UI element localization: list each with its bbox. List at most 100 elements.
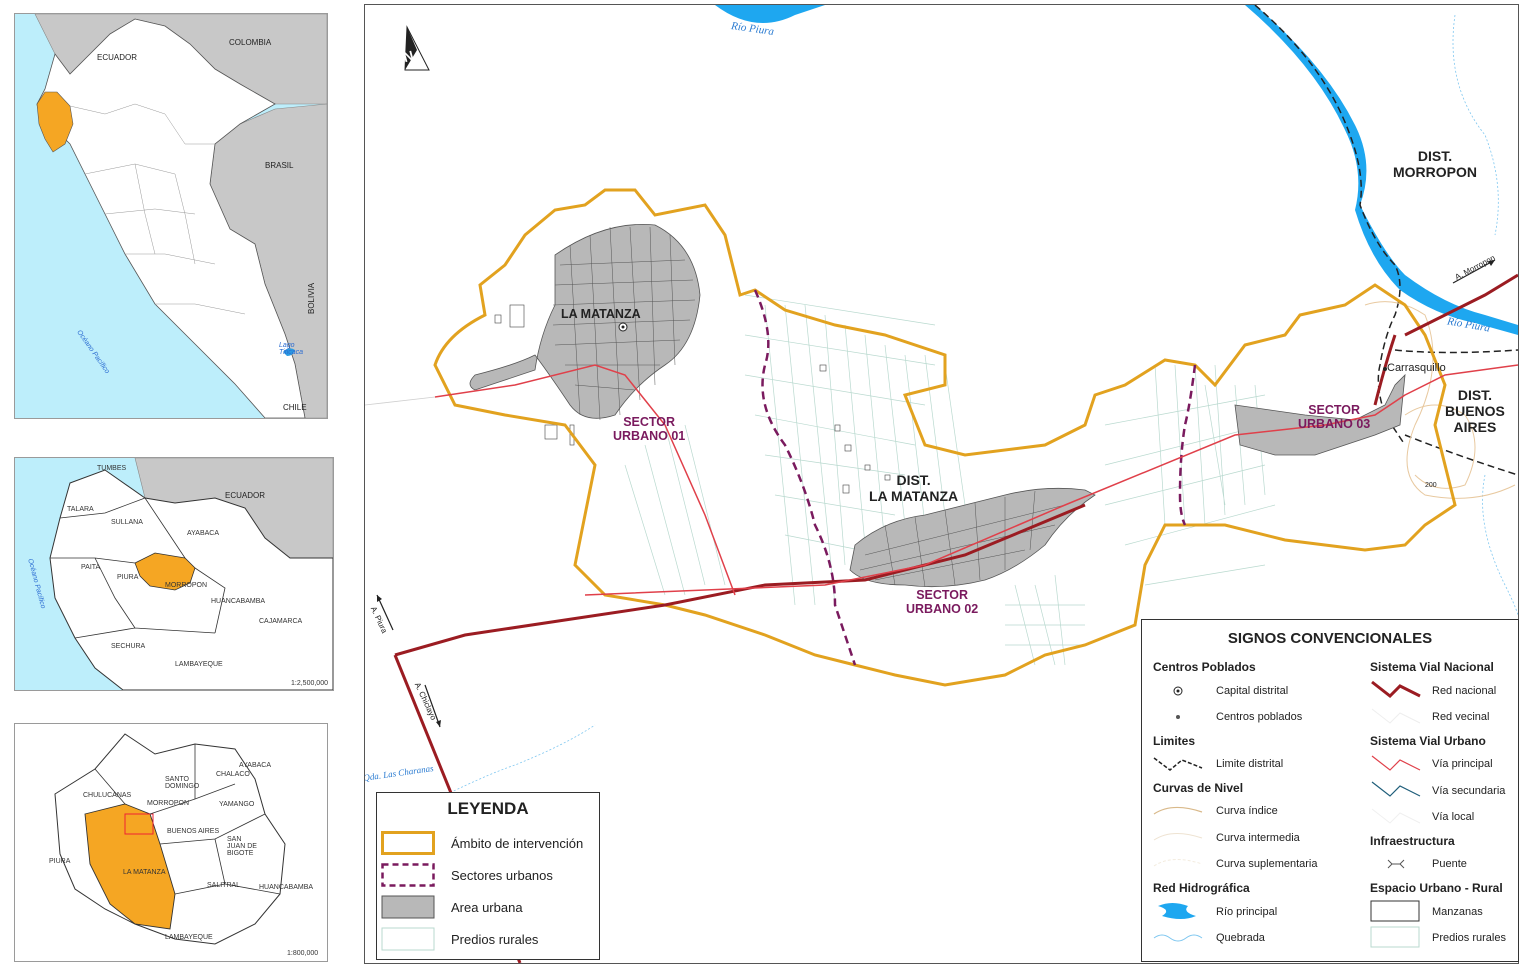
scale-inset-2: 1:2,500,000	[291, 680, 328, 687]
curva-suplementaria-icon	[1153, 859, 1203, 867]
label-carrasquillo: Carrasquillo	[1387, 362, 1446, 374]
limite-distrital-icon	[1153, 757, 1203, 771]
via-secundaria-icon	[1371, 781, 1421, 797]
label-tumbes: TUMBES	[97, 465, 127, 472]
legend-row-area-urbana: Area urbana	[381, 895, 595, 921]
signs-via-principal: Vía principal	[1432, 758, 1493, 770]
label-ecuador-2: ECUADOR	[225, 491, 266, 500]
label-contour-200: 200	[1425, 482, 1437, 489]
legend-label-sectores: Sectores urbanos	[451, 868, 553, 883]
red-nacional-icon	[1371, 680, 1421, 698]
label-sullana: SULLANA	[111, 519, 143, 526]
signs-head-espacio: Espacio Urbano - Rural	[1370, 881, 1503, 895]
label-morropon-3: MORROPON	[147, 800, 189, 807]
label-bolivia: BOLIVIA	[307, 282, 316, 314]
label-santo-domingo: SANTO DOMINGO	[165, 776, 200, 790]
peru-map-drawing	[15, 14, 327, 418]
inset-map-peru: ECUADOR COLOMBIA BRASIL BOLIVIA CHILE Oc…	[14, 13, 328, 419]
legend-row-sectores: Sectores urbanos	[381, 863, 595, 889]
label-la-matanza-town: LA MATANZA	[561, 307, 641, 321]
signs-curva-indice: Curva índice	[1216, 805, 1278, 817]
label-lambayeque-3: LAMBAYEQUE	[165, 934, 213, 941]
label-dist-morropon: DIST. MORROPON	[1393, 148, 1477, 180]
label-sechura: SECHURA	[111, 643, 146, 650]
signs-title: SIGNOS CONVENCIONALES	[1227, 630, 1433, 647]
label-ayabaca-3: AYABACA	[239, 762, 272, 769]
signs-centros: Centros poblados	[1216, 711, 1303, 723]
label-chile: CHILE	[283, 403, 307, 412]
signs-red-nacional: Red nacional	[1432, 685, 1497, 697]
rio-principal-icon	[1158, 903, 1196, 919]
manzanas-icon	[1370, 900, 1420, 922]
legend-title: LEYENDA	[447, 799, 529, 818]
signs-head-vial-nacional: Sistema Vial Nacional	[1370, 660, 1494, 674]
label-yamango: YAMANGO	[219, 801, 255, 808]
label-dist-la-matanza: DIST. LA MATANZA	[869, 472, 959, 504]
centro-poblado-icon	[1176, 715, 1180, 719]
predios-rurales-icon	[1370, 926, 1420, 948]
swatch-predios	[381, 927, 435, 951]
label-chulucanas: CHULUCANAS	[83, 792, 132, 799]
signs-via-secundaria: Vía secundaria	[1432, 785, 1506, 797]
signs-head-limites: Limites	[1153, 734, 1196, 748]
label-chalaco: CHALACO	[216, 771, 250, 778]
label-brasil: BRASIL	[265, 161, 294, 170]
swatch-area-urbana	[381, 895, 435, 919]
red-vecinal-icon	[1371, 708, 1421, 724]
label-colombia: COLOMBIA	[229, 38, 272, 47]
label-paita: PAITA	[81, 564, 101, 571]
puente-icon	[1387, 859, 1405, 869]
label-titicaca: Lago Titicaca	[279, 342, 304, 356]
legend-box: LEYENDA Ámbito de intervención Sectores …	[376, 792, 600, 960]
label-piura-3: PIURA	[49, 858, 71, 865]
label-morropon-2: MORROPON	[165, 582, 207, 589]
inset-map-piura-region: TUMBES ECUADOR TALARA AYABACA SULLANA PA…	[14, 457, 334, 691]
signs-puente: Puente	[1432, 858, 1467, 870]
conventional-signs-box: SIGNOS CONVENCIONALES Centros Poblados C…	[1141, 619, 1519, 962]
signs-curva-intermedia: Curva intermedia	[1216, 832, 1300, 844]
curva-intermedia-icon	[1153, 833, 1203, 841]
label-lambayeque-2: LAMBAYEQUE	[175, 661, 223, 668]
signs-head-centros: Centros Poblados	[1153, 660, 1256, 674]
piura-region-drawing	[15, 458, 333, 690]
label-talara: TALARA	[67, 506, 94, 513]
label-piura-2: PIURA	[117, 574, 139, 581]
svg-text:N: N	[401, 47, 415, 65]
label-sector-03: SECTOR URBANO 03	[1298, 403, 1371, 431]
label-dist-buenos-aires: DIST. BUENOS AIRES	[1445, 387, 1505, 435]
signs-curva-suplementaria: Curva suplementaria	[1216, 858, 1318, 870]
signs-predios-rurales: Predios rurales	[1432, 932, 1506, 944]
via-local-icon	[1371, 808, 1421, 824]
legend-label-predios: Predios rurales	[451, 932, 539, 947]
signs-head-infraestructura: Infraestructura	[1370, 834, 1455, 848]
label-cajamarca-2: CAJAMARCA	[259, 618, 303, 625]
legend-row-intervencion: Ámbito de intervención	[381, 831, 595, 857]
curva-indice-icon	[1153, 806, 1203, 815]
swatch-sectores	[381, 863, 435, 887]
signs-rio-principal: Río principal	[1216, 906, 1278, 918]
main-map-drawing: N	[365, 5, 1518, 963]
legend-row-predios: Predios rurales	[381, 927, 595, 953]
via-principal-icon	[1371, 755, 1421, 771]
signs-head-vial-urbano: Sistema Vial Urbano	[1370, 734, 1486, 748]
label-sector-02: SECTOR URBANO 02	[906, 588, 979, 616]
label-san-juan-bigote: SAN JUAN DE BIGOTE	[227, 836, 257, 857]
label-buenos-aires-3: BUENOS AIRES	[167, 828, 220, 835]
signs-limite: Limite distrital	[1216, 758, 1284, 770]
inset-map-morropon: AYABACA CHALACO SANTO DOMINGO CHULUCANAS…	[14, 723, 328, 962]
scale-inset-3: 1:800,000	[287, 950, 319, 957]
legend-label-intervencion: Ámbito de intervención	[451, 836, 584, 851]
signs-head-red-hidro: Red Hidrográfica	[1153, 881, 1250, 895]
capital-icon	[1173, 686, 1183, 696]
quebrada-icon	[1153, 934, 1203, 942]
label-huancabamba-2: HUANCABAMBA	[211, 598, 266, 605]
label-ecuador: ECUADOR	[97, 53, 138, 62]
label-la-matanza-3: LA MATANZA	[123, 869, 166, 876]
signs-head-curvas: Curvas de Nivel	[1153, 781, 1244, 795]
signs-capital: Capital distrital	[1216, 685, 1289, 697]
morropon-drawing	[15, 724, 327, 961]
signs-via-local: Vía local	[1432, 811, 1475, 823]
signs-manzanas: Manzanas	[1432, 906, 1483, 918]
label-huancabamba-3: HUANCABAMBA	[259, 884, 314, 891]
signs-quebrada: Quebrada	[1216, 932, 1265, 944]
